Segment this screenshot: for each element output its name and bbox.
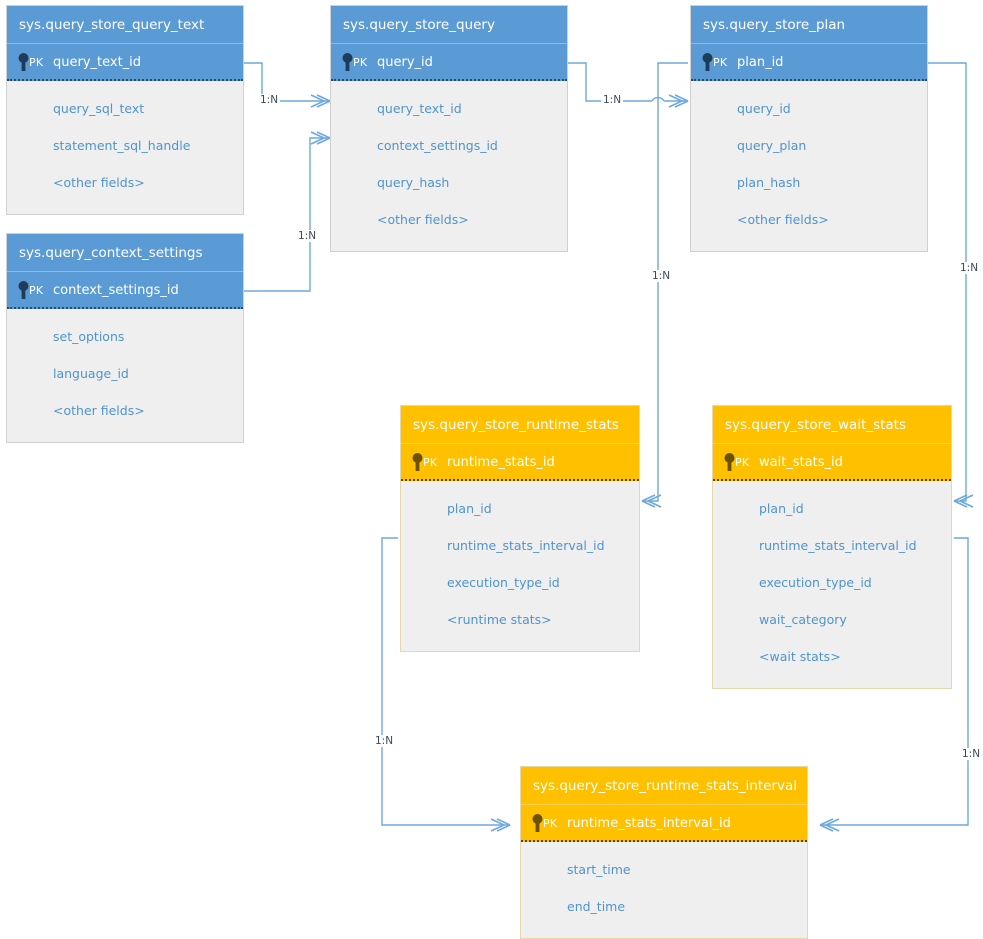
entity-field: plan_id bbox=[447, 501, 492, 516]
pk-field-name: query_id bbox=[377, 55, 433, 70]
entity-query-store-query[interactable]: sys.query_store_query PK query_id query_… bbox=[330, 5, 568, 252]
cardinality-label-query-to-plan: 1:N bbox=[601, 94, 624, 106]
entity-title: sys.query_store_runtime_stats bbox=[401, 406, 639, 444]
entity-primary-key-row[interactable]: PK query_text_id bbox=[7, 44, 243, 81]
entity-title: sys.query_store_query_text bbox=[7, 6, 243, 44]
entity-field-list: set_options language_id <other fields> bbox=[7, 309, 243, 442]
entity-query-store-query-text[interactable]: sys.query_store_query_text PK query_text… bbox=[6, 5, 244, 215]
key-icon bbox=[412, 453, 423, 471]
entity-field-list: query_text_id context_settings_id query_… bbox=[331, 81, 567, 251]
entity-field-list: query_sql_text statement_sql_handle <oth… bbox=[7, 81, 243, 214]
entity-field: context_settings_id bbox=[377, 138, 498, 153]
entity-primary-key-row[interactable]: PK query_id bbox=[331, 44, 567, 81]
entity-field: <other fields> bbox=[53, 403, 145, 418]
pk-badge: PK bbox=[29, 56, 44, 69]
entity-primary-key-row[interactable]: PK plan_id bbox=[691, 44, 927, 81]
entity-field: plan_id bbox=[759, 501, 804, 516]
cardinality-label-interval-to-runtime-stats: 1:N bbox=[373, 735, 396, 747]
entity-field-list: plan_id runtime_stats_interval_id execut… bbox=[713, 481, 951, 688]
cardinality-label-plan-to-wait-stats: 1:N bbox=[958, 262, 981, 274]
entity-field: <other fields> bbox=[737, 212, 829, 227]
entity-field: set_options bbox=[53, 329, 125, 344]
entity-query-store-plan[interactable]: sys.query_store_plan PK plan_id query_id… bbox=[690, 5, 928, 252]
entity-field-list: start_time end_time bbox=[521, 842, 807, 938]
entity-field: end_time bbox=[567, 899, 626, 914]
entity-field: <other fields> bbox=[53, 175, 145, 190]
entity-field: query_hash bbox=[377, 175, 450, 190]
entity-primary-key-row[interactable]: PK runtime_stats_id bbox=[401, 444, 639, 481]
pk-field-name: runtime_stats_interval_id bbox=[567, 816, 731, 831]
cardinality-label-query-text-to-query: 1:N bbox=[258, 94, 281, 106]
relationship-context-settings-to-query bbox=[244, 131, 331, 292]
pk-badge: PK bbox=[735, 456, 750, 469]
relationship-query-to-plan bbox=[568, 62, 689, 108]
entity-field: plan_hash bbox=[737, 175, 801, 190]
key-icon bbox=[342, 53, 353, 71]
entity-title: sys.query_store_runtime_stats_interval bbox=[521, 767, 807, 805]
entity-title: sys.query_context_settings bbox=[7, 234, 243, 272]
pk-badge: PK bbox=[29, 284, 44, 297]
entity-field: query_id bbox=[737, 101, 791, 116]
key-icon bbox=[18, 53, 29, 71]
entity-field: runtime_stats_interval_id bbox=[759, 538, 917, 553]
entity-field: execution_type_id bbox=[759, 575, 872, 590]
key-icon bbox=[702, 53, 713, 71]
key-icon bbox=[724, 453, 735, 471]
key-icon bbox=[18, 281, 29, 299]
pk-field-name: runtime_stats_id bbox=[447, 455, 555, 470]
entity-field: runtime_stats_interval_id bbox=[447, 538, 605, 553]
entity-query-context-settings[interactable]: sys.query_context_settings PK context_se… bbox=[6, 233, 244, 443]
pk-badge: PK bbox=[543, 817, 558, 830]
entity-field: <wait stats> bbox=[759, 649, 841, 664]
entity-field: language_id bbox=[53, 366, 129, 381]
cardinality-label-context-settings-to-query: 1:N bbox=[296, 230, 319, 242]
pk-field-name: plan_id bbox=[737, 55, 784, 70]
entity-query-store-wait-stats[interactable]: sys.query_store_wait_stats PK wait_stats… bbox=[712, 405, 952, 689]
relationship-plan-to-runtime-stats bbox=[641, 62, 688, 508]
entity-field-list: plan_id runtime_stats_interval_id execut… bbox=[401, 481, 639, 651]
entity-field: start_time bbox=[567, 862, 631, 877]
pk-field-name: query_text_id bbox=[53, 55, 142, 70]
entity-field: query_plan bbox=[737, 138, 807, 153]
entity-title: sys.query_store_wait_stats bbox=[713, 406, 951, 444]
relationship-query-text-to-query bbox=[244, 62, 331, 108]
entity-field: query_text_id bbox=[377, 101, 462, 116]
pk-badge: PK bbox=[713, 56, 728, 69]
pk-badge: PK bbox=[353, 56, 368, 69]
entity-query-store-runtime-stats-interval[interactable]: sys.query_store_runtime_stats_interval P… bbox=[520, 766, 808, 939]
pk-badge: PK bbox=[423, 456, 438, 469]
entity-field: wait_category bbox=[759, 612, 847, 627]
cardinality-label-plan-to-runtime-stats: 1:N bbox=[650, 270, 673, 282]
entity-field: statement_sql_handle bbox=[53, 138, 191, 153]
entity-title: sys.query_store_plan bbox=[691, 6, 927, 44]
key-icon bbox=[532, 814, 543, 832]
entity-field: execution_type_id bbox=[447, 575, 560, 590]
entity-title: sys.query_store_query bbox=[331, 6, 567, 44]
entity-field: query_sql_text bbox=[53, 101, 145, 116]
entity-primary-key-row[interactable]: PK wait_stats_id bbox=[713, 444, 951, 481]
entity-field: <runtime stats> bbox=[447, 612, 552, 627]
pk-field-name: wait_stats_id bbox=[759, 455, 843, 470]
cardinality-label-interval-to-wait-stats: 1:N bbox=[960, 748, 983, 760]
entity-primary-key-row[interactable]: PK runtime_stats_interval_id bbox=[521, 805, 807, 842]
pk-field-name: context_settings_id bbox=[53, 283, 179, 298]
entity-query-store-runtime-stats[interactable]: sys.query_store_runtime_stats PK runtime… bbox=[400, 405, 640, 652]
entity-primary-key-row[interactable]: PK context_settings_id bbox=[7, 272, 243, 309]
entity-field-list: query_id query_plan plan_hash <other fie… bbox=[691, 81, 927, 251]
entity-field: <other fields> bbox=[377, 212, 469, 227]
